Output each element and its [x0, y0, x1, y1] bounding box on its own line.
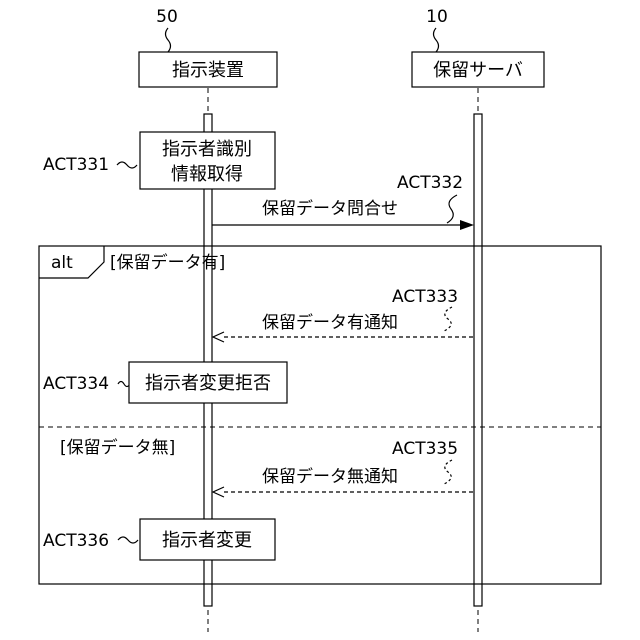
act332-message: 保留データ問合せ — [262, 198, 398, 219]
alt-tag: alt — [51, 253, 73, 273]
act335-arrowhead — [213, 487, 224, 497]
lifeline-10-ref-leader — [434, 28, 439, 52]
alt-guard-1: [保留データ有] — [110, 252, 225, 273]
act332-id: ACT332 — [397, 173, 463, 193]
act331-line2: 情報取得 — [171, 164, 243, 185]
act336-label: 指示者変更 — [162, 530, 252, 551]
act333-arrowhead — [213, 332, 224, 342]
act334-label: 指示者変更拒否 — [145, 373, 271, 394]
act333-leader — [444, 307, 452, 331]
lifeline-10-name: 保留サーバ — [433, 60, 523, 81]
alt-guard-2: [保留データ無] — [60, 437, 175, 458]
lifeline-10-ref: 10 — [426, 7, 448, 27]
activation-bar-10 — [474, 114, 482, 606]
lifeline-50-ref: 50 — [156, 7, 178, 27]
act336-leader — [118, 537, 138, 543]
act331-line1: 指示者識別 — [162, 139, 252, 160]
act333-message: 保留データ有通知 — [262, 312, 398, 333]
act333-id: ACT333 — [392, 287, 458, 307]
act332-arrowhead — [460, 220, 474, 230]
act332-leader — [447, 195, 457, 223]
act334-leader — [118, 382, 130, 387]
act336-id: ACT336 — [43, 531, 109, 551]
act334-id: ACT334 — [43, 374, 109, 394]
lifeline-50-name: 指示装置 — [172, 60, 244, 81]
act331-id: ACT331 — [43, 155, 109, 175]
act335-id: ACT335 — [392, 439, 458, 459]
alt-fragment — [39, 246, 601, 584]
act331-leader — [117, 162, 137, 168]
act335-leader — [444, 460, 452, 484]
act335-message: 保留データ無通知 — [262, 466, 398, 487]
lifeline-50-ref-leader — [166, 28, 171, 52]
